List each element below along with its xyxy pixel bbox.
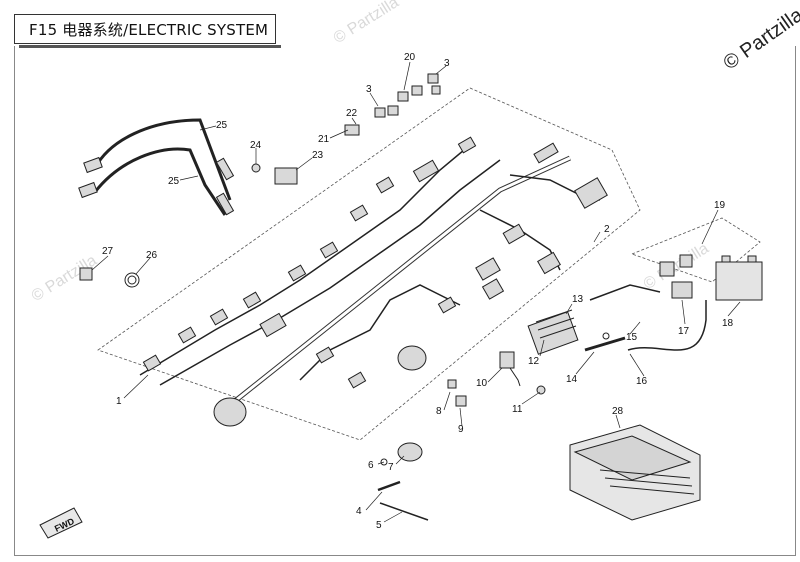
battery-cable-part-16 [627,300,707,351]
clamp-part-26 [79,267,140,288]
callout-leaders [91,61,741,523]
small-sensors [447,351,546,407]
callout-9: 9 [458,424,464,435]
battery-part-18 [715,255,763,301]
callout-2: 2 [604,224,610,235]
rod-part-5 [379,502,429,521]
harness-round-connector [213,397,247,427]
callout-25: 25 [168,176,180,187]
callout-22: 22 [346,108,358,119]
callout-23: 23 [312,150,324,161]
callout-27: 27 [102,246,114,257]
callout-3: 3 [366,84,372,95]
callout-4: 4 [356,506,362,517]
callout-12: 12 [528,356,540,367]
callout-15: 15 [626,332,638,343]
callout-10: 10 [476,378,488,389]
callout-numbers: 1 2 3 3 4 5 6 7 8 9 10 11 12 13 14 15 16… [102,52,734,531]
callout-19: 19 [714,200,726,211]
callout-17: 17 [678,326,690,337]
callout-13: 13 [572,294,584,305]
relays-part-20 [344,73,441,136]
bolt-part-4 [377,480,401,492]
callout-14: 14 [566,374,578,385]
harness-branch [159,159,501,386]
forward-direction-arrow: FWD [39,507,83,539]
harness-connectors [142,136,608,389]
harness-round-connector [397,345,427,371]
callout-8: 8 [436,406,442,417]
sensor-bracket-part-23 [251,163,298,185]
starter-relay-part-17 [671,281,693,299]
diagram-frame [14,46,796,556]
callout-20: 20 [404,52,416,63]
callout-25: 25 [216,120,228,131]
callout-28: 28 [612,406,624,417]
sensor-part-7 [397,442,423,462]
diagram-title: F15 电器系统/ELECTRIC SYSTEM [14,14,281,48]
callout-21: 21 [318,134,330,145]
callout-16: 16 [636,376,648,387]
ground-strap-part-14 [584,336,626,352]
callout-18: 18 [722,318,734,329]
callout-6: 6 [368,460,374,471]
callout-7: 7 [388,462,394,473]
callout-11: 11 [512,404,523,415]
harness-branch [139,144,471,376]
callout-24: 24 [250,140,262,151]
callout-26: 26 [146,250,158,261]
ecu-part-28 [569,424,701,521]
callout-1: 1 [116,396,122,407]
screw-part-6 [380,458,388,466]
battery-cable-part-15 [589,284,661,301]
voltage-regulator-part-12 [527,309,579,355]
callout-5: 5 [376,520,382,531]
callout-3: 3 [444,58,450,69]
oxygen-sensor-part-25 [78,118,235,216]
main-harness-trunk [228,155,572,407]
